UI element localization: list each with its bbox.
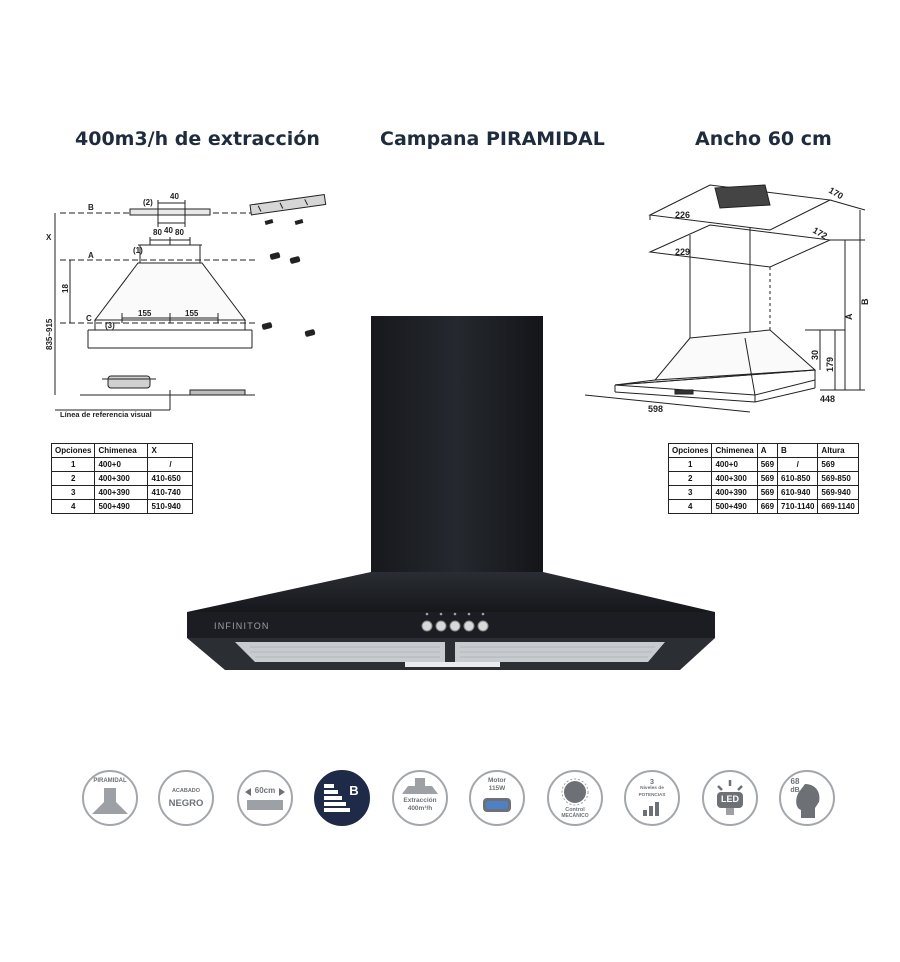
dim-226: 226 bbox=[675, 210, 690, 220]
control-knob[interactable] bbox=[421, 620, 433, 632]
dimensions-diagram: 170 226 172 229 B A 30 179 598 448 bbox=[584, 184, 870, 414]
dim-18: 18 bbox=[61, 284, 70, 293]
brand-logo: INFINITON bbox=[214, 621, 270, 631]
feature-label: dB bbox=[790, 787, 800, 794]
ref-2: (2) bbox=[143, 198, 153, 207]
installation-diagram: B X A C 40 40 (2) (1) (3) 80 80 155 155 … bbox=[45, 192, 327, 419]
heading-product-type: Campana PIRAMIDAL bbox=[380, 128, 605, 150]
dim-80-right: 80 bbox=[175, 228, 184, 237]
control-knob-icon bbox=[561, 778, 589, 806]
feature-label: NEGRO bbox=[168, 798, 204, 809]
feature-label-top: 68 bbox=[790, 777, 800, 786]
control-knob[interactable] bbox=[435, 620, 447, 632]
width-icon bbox=[245, 788, 285, 810]
energy-class-label: B bbox=[349, 783, 359, 798]
feature-label: 60cm bbox=[254, 786, 276, 795]
label-c: C bbox=[86, 314, 92, 323]
table-cell: 4 bbox=[50, 499, 96, 514]
table-cell: 510-940 bbox=[147, 499, 194, 514]
hood-chimney bbox=[371, 316, 543, 576]
reference-line-label: Línea de referencia visual bbox=[60, 410, 152, 419]
pyramid-hood-icon bbox=[92, 788, 128, 814]
control-knobs bbox=[421, 612, 489, 632]
control-knob[interactable] bbox=[463, 620, 475, 632]
led-icon bbox=[717, 780, 743, 815]
dim-448: 448 bbox=[820, 394, 835, 404]
feature-pyramid: PIRAMIDAL bbox=[82, 770, 138, 826]
label-a: A bbox=[88, 251, 94, 260]
feature-led: LED bbox=[702, 770, 758, 826]
feature-label: 115W bbox=[488, 785, 506, 792]
dim-range: 835~915 bbox=[45, 318, 54, 350]
table-header-row: Opciones Chimenea X bbox=[50, 443, 194, 458]
table-cell: 669-1140 bbox=[817, 499, 859, 514]
dim-229: 229 bbox=[675, 247, 690, 257]
table-header-row: Opciones Chimenea A B Altura bbox=[667, 443, 859, 458]
label-b: B bbox=[88, 203, 94, 212]
features-row: PIRAMIDAL ACABADO NEGRO 60cm B Extr bbox=[82, 770, 842, 832]
table-cell: 569 bbox=[756, 457, 779, 472]
power-levels-icon bbox=[643, 802, 659, 816]
ref-1: (1) bbox=[133, 246, 143, 255]
feature-label: PIRAMIDAL bbox=[93, 778, 127, 784]
feature-label-top: Extracción bbox=[403, 797, 437, 804]
feature-label: 400m³/h bbox=[407, 805, 433, 812]
extraction-icon bbox=[402, 778, 438, 794]
dim-80-left: 80 bbox=[153, 228, 162, 237]
feature-finish: ACABADO NEGRO bbox=[158, 770, 214, 826]
feature-label-top: Control bbox=[565, 807, 585, 813]
control-knob[interactable] bbox=[449, 620, 461, 632]
feature-noise: 68 dB bbox=[779, 770, 835, 826]
feature-power-levels: 3 Niveles de POTENCIAS bbox=[624, 770, 680, 826]
dim-155-right: 155 bbox=[185, 309, 199, 318]
feature-energy-class: B bbox=[314, 770, 370, 826]
table-cell: 4 bbox=[667, 499, 713, 514]
dim-179: 179 bbox=[825, 357, 835, 372]
feature-label: POTENCIAS bbox=[638, 792, 666, 797]
product-hood-image: INFINITON bbox=[187, 316, 715, 670]
label-x: X bbox=[46, 233, 52, 242]
heading-extraction: 400m3/h de extracción bbox=[75, 128, 320, 150]
feature-label: MECÁNICO bbox=[561, 813, 589, 819]
feature-label-top: ACABADO bbox=[171, 788, 201, 794]
feature-label-top: 3 bbox=[649, 777, 655, 786]
feature-extraction: Extracción 400m³/h bbox=[392, 770, 448, 826]
energy-class-icon bbox=[324, 784, 350, 812]
dim-155-left: 155 bbox=[138, 309, 152, 318]
dim-40-bottom: 40 bbox=[164, 226, 173, 235]
table-cell: 710-1140 bbox=[777, 499, 819, 514]
label-a: A bbox=[844, 313, 854, 320]
control-knob[interactable] bbox=[477, 620, 489, 632]
heading-width: Ancho 60 cm bbox=[695, 128, 832, 150]
feature-control: Control MECÁNICO bbox=[547, 770, 603, 826]
feature-motor: Motor 115W bbox=[469, 770, 525, 826]
motor-icon bbox=[483, 798, 511, 812]
table-cell: 669 bbox=[756, 499, 779, 514]
noise-icon bbox=[796, 784, 820, 818]
ref-3: (3) bbox=[105, 321, 115, 330]
dim-40-top: 40 bbox=[170, 192, 179, 201]
feature-label-top: Motor bbox=[487, 777, 507, 784]
feature-label: LED bbox=[721, 794, 739, 804]
dim-598: 598 bbox=[648, 404, 663, 414]
feature-width: 60cm bbox=[237, 770, 293, 826]
dim-30: 30 bbox=[810, 350, 820, 360]
feature-label-mid: Niveles de bbox=[640, 786, 664, 791]
hood-pyramid bbox=[187, 572, 715, 612]
label-b: B bbox=[860, 298, 870, 305]
